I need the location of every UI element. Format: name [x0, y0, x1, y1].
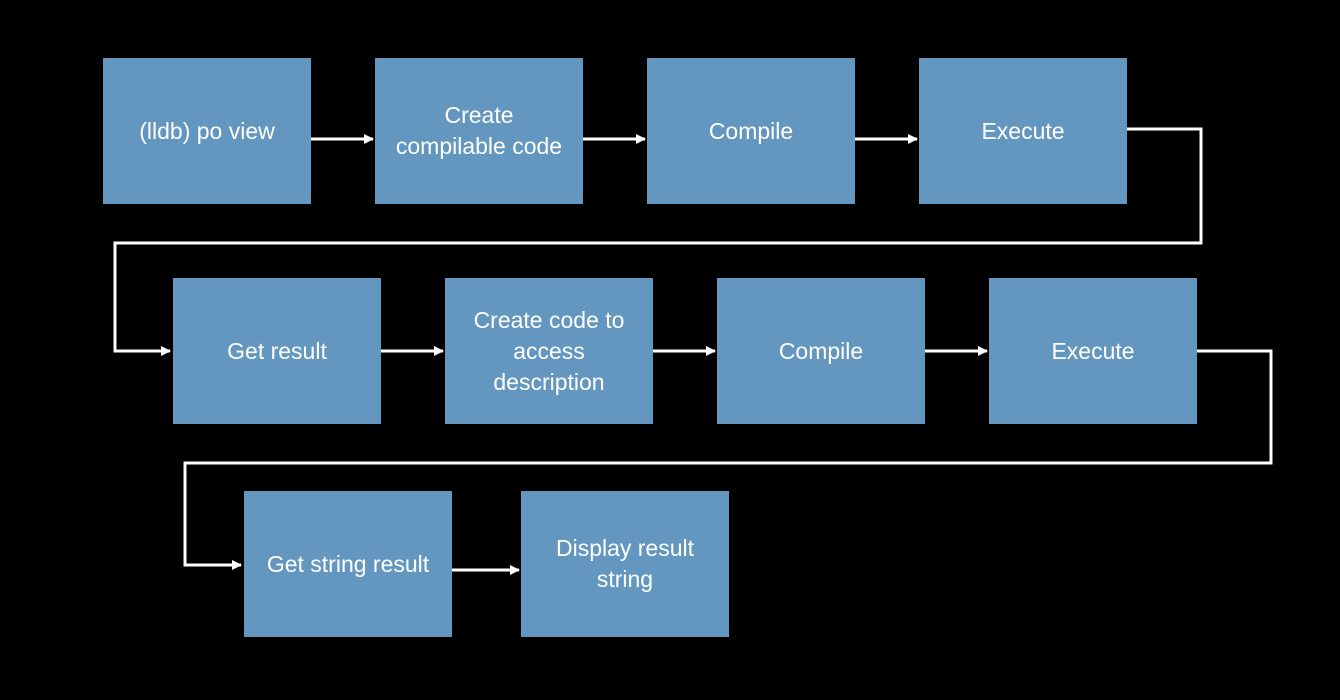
step-create-compilable-code: Create compilable code	[375, 58, 583, 204]
step-get-string-result: Get string result	[244, 491, 452, 637]
step-label: Create code to access description	[473, 306, 625, 395]
step-execute-2: Execute	[989, 278, 1197, 424]
step-compile-1: Compile	[647, 58, 855, 204]
step-label: Execute	[1051, 337, 1135, 364]
step-execute-1: Execute	[919, 58, 1127, 204]
step-label: Execute	[981, 117, 1065, 144]
step-compile-2: Compile	[717, 278, 925, 424]
step-label: Get string result	[266, 550, 430, 577]
arrow-step8-to-step9	[183, 349, 1273, 570]
step-po-view: (lldb) po view	[103, 58, 311, 204]
step-create-code-access-description: Create code to access description	[445, 278, 653, 424]
step-label: Display result string	[555, 535, 695, 592]
step-label: Compile	[708, 117, 794, 144]
step-label: Get result	[227, 337, 327, 364]
step-get-result: Get result	[173, 278, 381, 424]
step-label: Create compilable code	[395, 102, 563, 159]
step-label: (lldb) po view	[139, 117, 275, 144]
arrow-step4-to-step5	[113, 127, 1203, 356]
step-display-result-string: Display result string	[521, 491, 729, 637]
step-label: Compile	[778, 337, 864, 364]
